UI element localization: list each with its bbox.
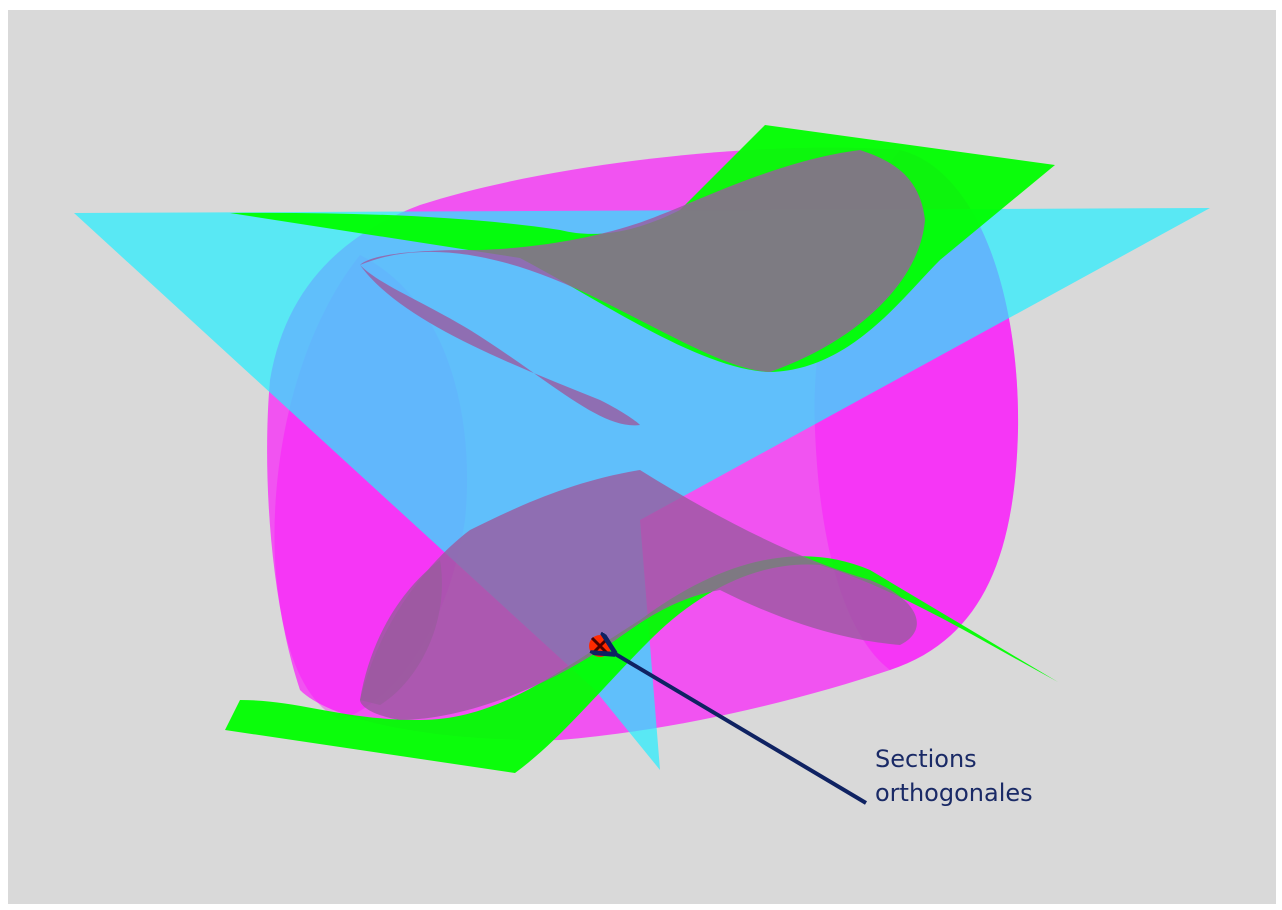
annotation-line-2: orthogonales [875,776,1033,810]
annotation-line-1: Sections [875,742,1033,776]
section-point [589,635,611,657]
annotation-label: Sections orthogonales [875,742,1033,810]
